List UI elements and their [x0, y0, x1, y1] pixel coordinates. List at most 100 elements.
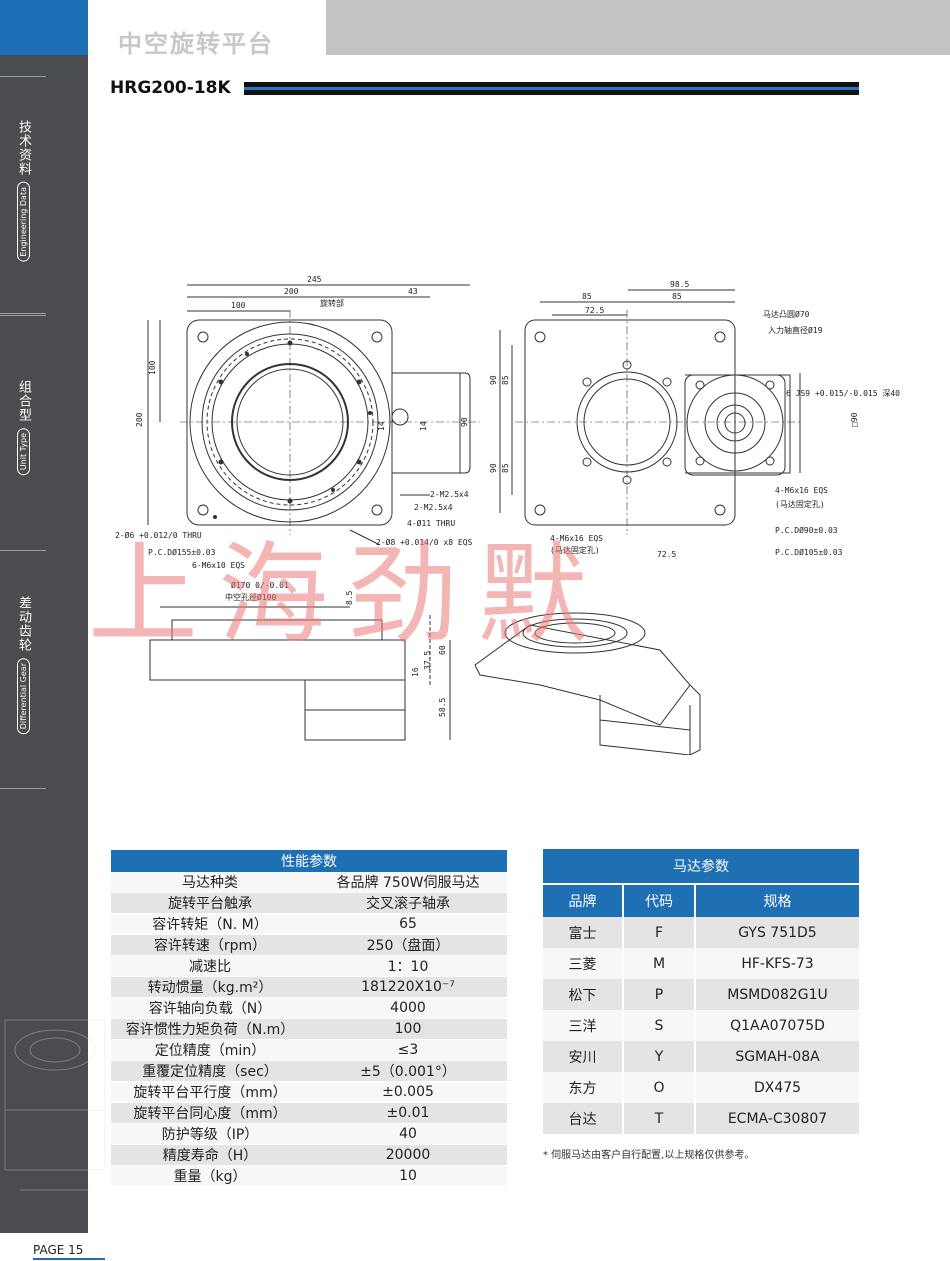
- sidebar-divider: [0, 313, 46, 314]
- isometric-view: [474, 612, 701, 755]
- performance-value: 10: [309, 1165, 507, 1187]
- sidebar-section-en: Engineering Data: [16, 182, 30, 262]
- svg-text:14: 14: [419, 421, 428, 431]
- svg-text:6-M6x10 EQS: 6-M6x10 EQS: [192, 561, 245, 570]
- page-title: 中空旋转平台: [118, 30, 274, 58]
- svg-text:85: 85: [582, 292, 592, 301]
- svg-text:37.5: 37.5: [423, 651, 432, 670]
- svg-text:85: 85: [501, 463, 510, 473]
- svg-text:4-Ø11 THRU: 4-Ø11 THRU: [407, 518, 455, 528]
- svg-text:(马达固定孔): (马达固定孔): [550, 545, 600, 555]
- svg-text:90: 90: [489, 463, 498, 473]
- sidebar-section-unit-type[interactable]: 组合型 Unit Type: [0, 380, 46, 479]
- sidebar-section-en: Differential Gear: [16, 658, 30, 735]
- svg-text:14: 14: [377, 421, 386, 431]
- motor-col-code: 代码: [623, 884, 696, 917]
- svg-text:马达凸圆Ø70: 马达凸圆Ø70: [763, 309, 810, 319]
- performance-param: 旋转平台平行度（mm）: [111, 1081, 309, 1103]
- performance-value: 181220X10⁻⁷: [309, 976, 507, 998]
- performance-row: 定位精度（min）≤3: [111, 1039, 507, 1061]
- sidebar-divider: [0, 76, 46, 77]
- performance-value: 1：10: [309, 955, 507, 977]
- performance-value: ±5（0.001°）: [309, 1060, 507, 1082]
- svg-text:旋转部: 旋转部: [320, 298, 344, 308]
- svg-text:200: 200: [284, 287, 299, 296]
- sidebar: 技术资料 Engineering Data 组合型 Unit Type 差动齿轮…: [0, 0, 88, 1261]
- sidebar-section-cn: 差动齿轮: [16, 596, 31, 652]
- motor-code: Y: [623, 1041, 696, 1072]
- svg-text:2-M2.5x4: 2-M2.5x4: [430, 490, 469, 499]
- svg-text:85: 85: [672, 292, 682, 301]
- svg-text:72.5: 72.5: [657, 550, 676, 559]
- sidebar-divider: [0, 315, 46, 316]
- motor-spec: GYS 751D5: [695, 917, 859, 948]
- motor-brand: 三菱: [543, 948, 624, 979]
- page-number-underline: [33, 1258, 105, 1260]
- performance-row: 转动惯量（kg.m²）181220X10⁻⁷: [111, 976, 507, 998]
- sidebar-divider: [0, 788, 46, 789]
- svg-text:4-M6x16 EQS: 4-M6x16 EQS: [550, 534, 603, 543]
- performance-row: 容许转矩（N. M）65: [111, 913, 507, 935]
- sidebar-section-differential[interactable]: 差动齿轮 Differential Gear: [0, 596, 46, 738]
- svg-text:□90: □90: [850, 412, 859, 427]
- svg-text:98.5: 98.5: [670, 280, 689, 289]
- motor-spec: MSMD082G1U: [695, 979, 859, 1010]
- svg-text:72.5: 72.5: [585, 306, 604, 315]
- sidebar-section-engineering[interactable]: 技术资料 Engineering Data: [0, 120, 46, 266]
- performance-value: 65: [309, 913, 507, 935]
- sidebar-section-en: Unit Type: [16, 428, 30, 476]
- performance-value: ±0.005: [309, 1081, 507, 1103]
- sidebar-divider: [0, 550, 46, 551]
- svg-text:245: 245: [307, 275, 322, 284]
- performance-value: 250（盘面）: [309, 934, 507, 956]
- svg-text:100: 100: [148, 360, 157, 375]
- motor-code: M: [623, 948, 696, 979]
- sidebar-accent-block: [0, 0, 88, 55]
- svg-text:16: 16: [411, 667, 420, 677]
- svg-text:4-M6x16 EQS: 4-M6x16 EQS: [775, 486, 828, 495]
- performance-value: 40: [309, 1123, 507, 1145]
- motor-col-brand: 品牌: [543, 884, 624, 917]
- sidebar-section-cn: 组合型: [16, 380, 31, 422]
- watermark: 上海劲默: [88, 531, 608, 659]
- motor-code: O: [623, 1072, 696, 1103]
- performance-table: 性能参数 马达种类各品牌 750W伺服马达旋转平台触承交叉滚子轴承容许转矩（N.…: [111, 850, 507, 1187]
- svg-text:6 JS9 +0.015/-0.015 深40: 6 JS9 +0.015/-0.015 深40: [786, 389, 900, 398]
- performance-row: 马达种类各品牌 750W伺服马达: [111, 872, 507, 893]
- motor-spec: HF-KFS-73: [695, 948, 859, 979]
- sidebar-section-cn: 技术资料: [16, 120, 31, 176]
- performance-value: ±0.01: [309, 1102, 507, 1124]
- performance-value: ≤3: [309, 1039, 507, 1061]
- performance-row: 旋转平台触承交叉滚子轴承: [111, 892, 507, 914]
- svg-text:2-M2.5x4: 2-M2.5x4: [414, 503, 453, 512]
- performance-row: 旋转平台同心度（mm）±0.01: [111, 1102, 507, 1124]
- svg-text:8.5: 8.5: [345, 590, 354, 605]
- performance-param: 减速比: [111, 955, 309, 977]
- motor-brand: 富士: [543, 917, 624, 948]
- motor-code: F: [623, 917, 696, 948]
- performance-param: 旋转平台同心度（mm）: [111, 1102, 309, 1124]
- motor-spec: SGMAH-08A: [695, 1041, 859, 1072]
- background-product-sketch: [4, 1019, 106, 1191]
- svg-text:43: 43: [408, 287, 418, 296]
- header-grey-band: [326, 0, 950, 55]
- svg-text:P.C.DØ90±0.03: P.C.DØ90±0.03: [775, 525, 838, 535]
- model-number: HRG200-18K: [110, 78, 231, 98]
- svg-text:2-Ø6 +0.012/0 THRU: 2-Ø6 +0.012/0 THRU: [115, 530, 202, 540]
- performance-value: 100: [309, 1018, 507, 1040]
- performance-value: 4000: [309, 997, 507, 1019]
- motor-brand: 三洋: [543, 1010, 624, 1041]
- performance-param: 重覆定位精度（sec）: [111, 1060, 309, 1082]
- performance-param: 定位精度（min）: [111, 1039, 309, 1061]
- motor-code: T: [623, 1103, 696, 1134]
- performance-param: 转动惯量（kg.m²）: [111, 976, 309, 998]
- svg-text:P.C.DØ105±0.03: P.C.DØ105±0.03: [775, 547, 843, 557]
- side-view: Ø170 0/-0.01 中空孔径Ø100 8.5 37.5 60 16 58.…: [149, 580, 451, 741]
- svg-text:入力轴直径Ø19: 入力轴直径Ø19: [768, 325, 823, 335]
- svg-text:Ø170 0/-0.01: Ø170 0/-0.01: [231, 580, 289, 590]
- performance-value: 交叉滚子轴承: [309, 892, 507, 914]
